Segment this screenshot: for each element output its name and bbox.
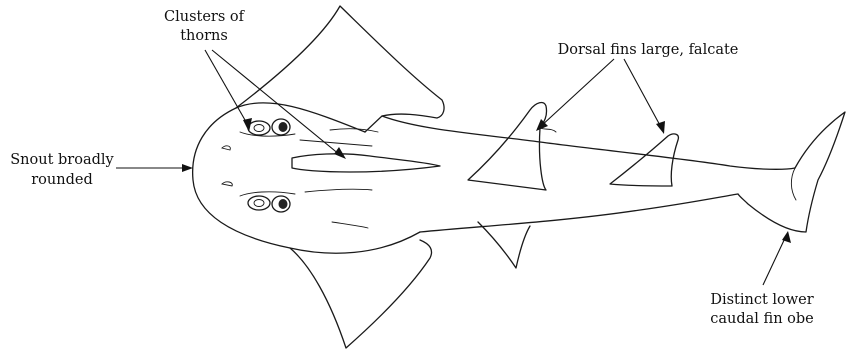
label-clusters-of-thorns: Clusters of [164, 9, 246, 25]
arrow-icon [763, 236, 786, 285]
body-upper-edge [382, 116, 795, 169]
pelvic-fin [478, 222, 530, 268]
arrow-icon [205, 50, 249, 127]
annotation-arrows [116, 50, 791, 285]
body-outline [193, 103, 420, 253]
first-dorsal-fin [468, 103, 547, 190]
caudal-fin [738, 112, 845, 232]
upper-eye-cluster [222, 119, 295, 150]
second-dorsal-fin [610, 134, 678, 186]
arrow-icon [540, 59, 614, 127]
label-caudal-fin: caudal fin obe [710, 311, 814, 327]
label-clusters-of-thorns: thorns [180, 28, 228, 44]
lower-pectoral-fin [290, 240, 432, 348]
label-dorsal-fins: Dorsal fins large, falcate [558, 42, 739, 58]
arrow-icon [624, 59, 662, 129]
arrow-icon [212, 50, 340, 155]
upper-pectoral-fin [236, 6, 444, 132]
label-snout: rounded [31, 172, 92, 188]
label-caudal-fin: Distinct lower [710, 292, 813, 308]
body-lower-edge [420, 194, 738, 232]
midline-ridge [292, 154, 440, 172]
label-snout: Snout broadly [10, 152, 114, 168]
lower-eye-cluster [222, 182, 295, 212]
